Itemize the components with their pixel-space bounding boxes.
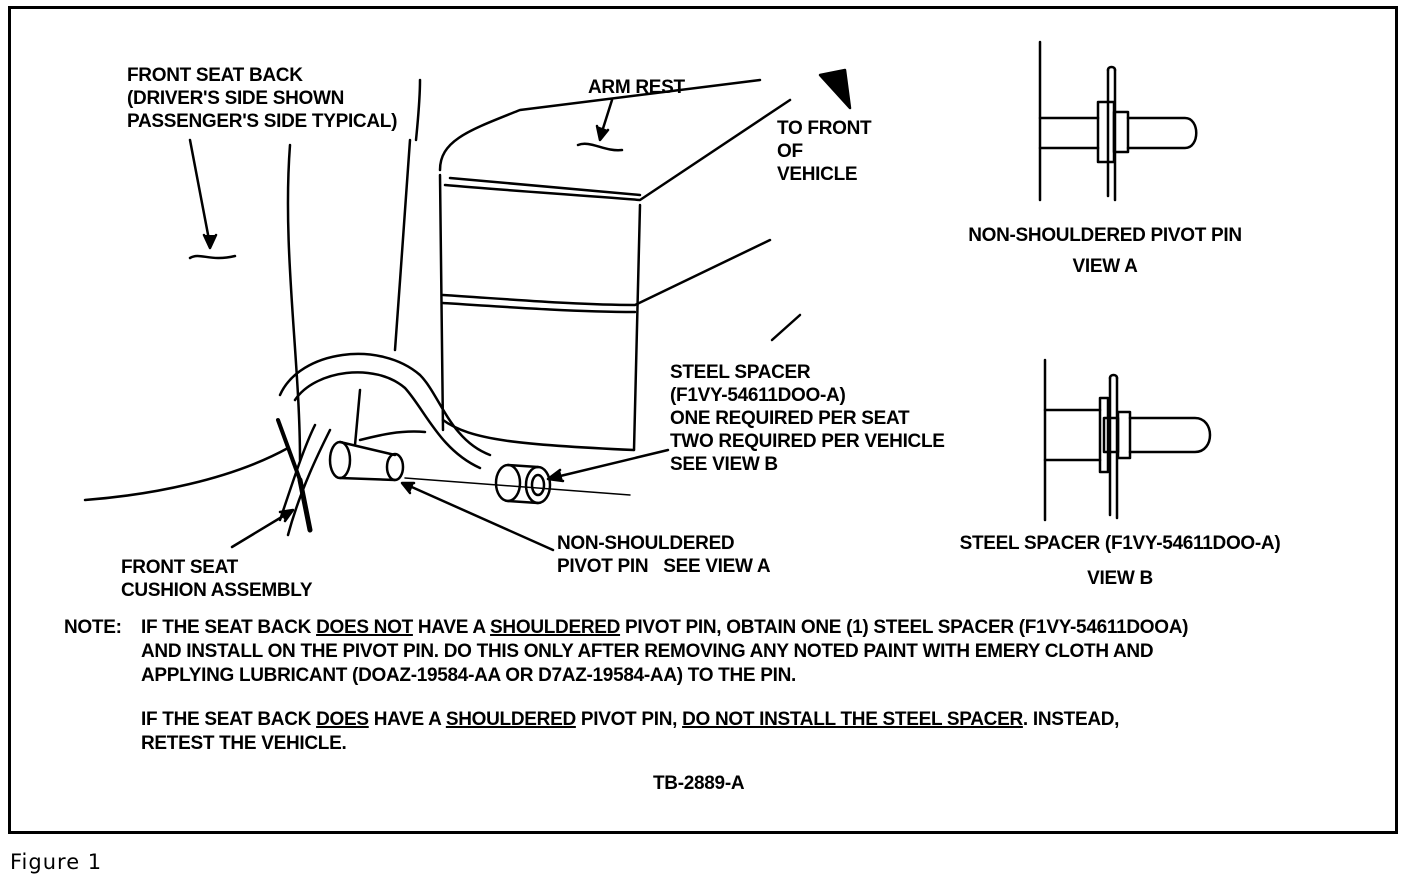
pivot-pin-line2: PIVOT PIN SEE VIEW A xyxy=(557,555,771,578)
note-block: NOTE: IF THE SEAT BACK DOES NOT HAVE A SH… xyxy=(64,616,1188,756)
view-a-title: NON-SHOULDERED PIVOT PIN xyxy=(968,225,1242,246)
note-line5: RETEST THE VEHICLE. xyxy=(141,733,347,754)
note-line1: NOTE: IF THE SEAT BACK DOES NOT HAVE A SH… xyxy=(64,616,1188,640)
seat-back-label-line1: FRONT SEAT BACK xyxy=(127,65,303,86)
to-front-line2: OF xyxy=(777,141,803,162)
to-front-arrow-icon xyxy=(818,68,852,110)
view-a-subtitle: VIEW A xyxy=(1072,256,1138,277)
note-p2-c: PIVOT PIN, xyxy=(575,709,683,730)
steel-spacer-line5: SEE VIEW B xyxy=(670,454,778,475)
seat-back-label-line2: (DRIVER'S SIDE SHOWN xyxy=(127,88,345,109)
view-b-drawing xyxy=(1043,358,1212,522)
note-p2-d: . INSTEAD, xyxy=(1022,709,1120,730)
note-do-not-install: DO NOT INSTALL THE STEEL SPACER xyxy=(682,709,1023,730)
note-shouldered-2: SHOULDERED xyxy=(445,709,576,730)
view-b-label: STEEL SPACER (F1VY-54611DOO-A) VIEW B xyxy=(925,532,1315,590)
steel-spacer-drawing xyxy=(494,463,552,505)
figure-caption: Figure 1 xyxy=(10,850,103,874)
note-does-not: DOES NOT xyxy=(316,617,413,638)
cushion-label: FRONT SEAT CUSHION ASSEMBLY xyxy=(121,556,313,602)
to-front-line3: VEHICLE xyxy=(777,164,858,185)
view-b-subtitle: VIEW B xyxy=(1087,568,1153,589)
seat-back-label: FRONT SEAT BACK (DRIVER'S SIDE SHOWN PAS… xyxy=(127,64,397,133)
seat-back-label-line3: PASSENGER'S SIDE TYPICAL) xyxy=(127,111,398,132)
cushion-line2: CUSHION ASSEMBLY xyxy=(121,580,313,601)
to-front-line1: TO FRONT xyxy=(777,118,872,139)
steel-spacer-line2: (F1VY-54611DOO-A) xyxy=(670,385,846,406)
pivot-bracket-drawing xyxy=(276,352,631,537)
pivot-pin-label: NON-SHOULDERED PIVOT PIN SEE VIEW A xyxy=(557,532,771,578)
steel-spacer-label: STEEL SPACER (F1VY-54611DOO-A) ONE REQUI… xyxy=(670,361,945,476)
leader-lines xyxy=(188,98,670,552)
to-front-label: TO FRONT OF VEHICLE xyxy=(777,117,872,186)
note-line3: APPLYING LUBRICANT (DOAZ-19584-AA OR D7A… xyxy=(141,665,796,686)
note-p1-b: HAVE A xyxy=(412,617,491,638)
note-shouldered-1: SHOULDERED xyxy=(490,617,621,638)
note-prefix: NOTE: xyxy=(64,617,122,638)
note-line4: IF THE SEAT BACK DOES HAVE A SHOULDERED … xyxy=(64,708,1188,732)
cushion-line1: FRONT SEAT xyxy=(121,557,238,578)
note-does: DOES xyxy=(316,709,369,730)
pivot-pin-line1: NON-SHOULDERED xyxy=(557,533,735,554)
note-p2-b: HAVE A xyxy=(368,709,446,730)
figure-id: TB-2889-A xyxy=(653,773,745,794)
note-p1-c: PIVOT PIN, OBTAIN ONE (1) STEEL SPACER (… xyxy=(620,617,1189,638)
note-line2: AND INSTALL ON THE PIVOT PIN. DO THIS ON… xyxy=(141,641,1154,662)
pivot-pin-line2b: SEE VIEW A xyxy=(663,556,771,577)
view-b-title: STEEL SPACER (F1VY-54611DOO-A) xyxy=(959,533,1281,554)
arm-rest-label: ARM REST xyxy=(588,77,685,98)
pivot-pin-line2a: PIVOT PIN xyxy=(557,556,649,577)
note-p2-a: IF THE SEAT BACK xyxy=(141,709,317,730)
steel-spacer-line4: TWO REQUIRED PER VEHICLE xyxy=(670,431,945,452)
steel-spacer-line3: ONE REQUIRED PER SEAT xyxy=(670,408,910,429)
note-p1-a: IF THE SEAT BACK xyxy=(141,617,317,638)
steel-spacer-line1: STEEL SPACER xyxy=(670,362,811,383)
seat-back-drawing xyxy=(83,78,422,502)
figure-frame xyxy=(8,6,1398,834)
view-a-label: NON-SHOULDERED PIVOT PIN VIEW A xyxy=(940,224,1270,278)
view-a-drawing xyxy=(1038,40,1198,202)
